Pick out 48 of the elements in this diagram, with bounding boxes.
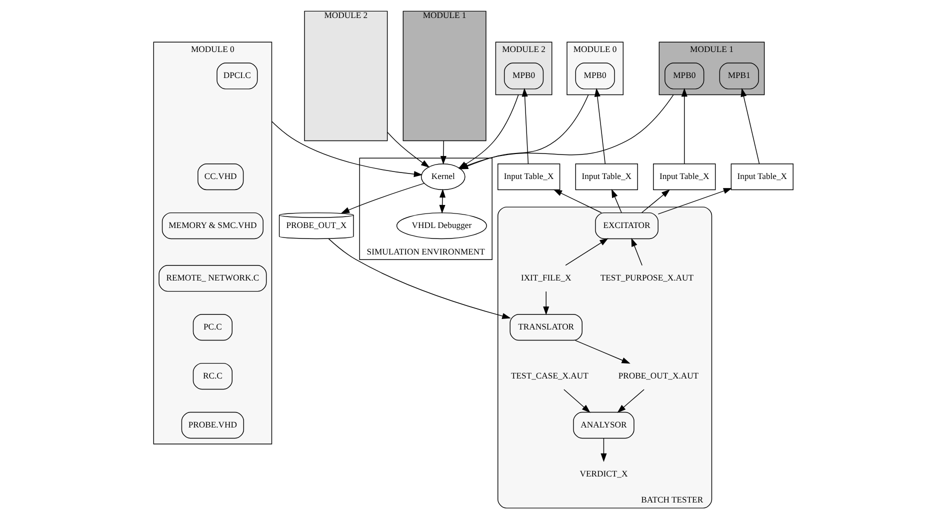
- node-box: TRANSLATOR: [510, 314, 582, 341]
- arrow: [658, 188, 732, 214]
- node-text: TEST_CASE_X.AUT: [511, 370, 588, 381]
- arrow: [594, 88, 606, 164]
- arrow: [600, 438, 607, 462]
- node-box: MPB0: [575, 62, 615, 90]
- node-text: VERDICT_X: [580, 468, 628, 478]
- arrow: [641, 189, 670, 214]
- node-box: MPB0: [504, 62, 544, 90]
- arrow: [617, 389, 644, 413]
- arrow: [611, 189, 622, 213]
- node-box: MODULE 1: [402, 10, 486, 142]
- arrow: [631, 238, 642, 266]
- node-box: RC.C: [192, 362, 232, 390]
- node-box: Input Table_X: [575, 163, 638, 190]
- arrow: [328, 238, 511, 319]
- arrow: [564, 389, 590, 413]
- node-box: Input Table_X: [730, 163, 794, 190]
- arrow: [440, 140, 446, 165]
- node-box: ANALYSOR: [573, 412, 634, 439]
- arrow: [522, 88, 529, 164]
- node-box: CC.VHD: [198, 163, 244, 190]
- arrow: [553, 189, 602, 214]
- node-box: Input Table_X: [498, 163, 560, 190]
- arrow: [271, 121, 423, 178]
- node-ellipse: VHDL Debugger: [396, 212, 487, 240]
- arrow: [340, 182, 425, 214]
- node-text: IXIT_FILE_X: [520, 272, 572, 283]
- arrow: [565, 238, 608, 266]
- node-box: REMOTE_ NETWORK.C: [158, 265, 267, 292]
- node-box: MPB1: [719, 62, 759, 90]
- node-box: DPCI.C: [216, 62, 258, 90]
- node-ellipse: Kernel: [420, 163, 466, 190]
- node-box: PC.C: [192, 314, 232, 341]
- arrow: [439, 188, 446, 214]
- node-box: EXCITATOR: [595, 212, 658, 240]
- node-text: TEST_PURPOSE_X.AUT: [600, 272, 694, 283]
- node-box: MEMORY & SMC.VHD: [162, 212, 264, 240]
- arrow: [574, 340, 630, 364]
- node-text: PROBE_OUT_X.AUT: [618, 370, 699, 381]
- node-box: PROBE.VHD: [181, 412, 244, 439]
- node-box: MODULE 2: [304, 10, 388, 142]
- node-box: Input Table_X: [653, 163, 716, 190]
- arrow: [681, 88, 688, 164]
- arrow: [543, 291, 550, 316]
- arrow: [740, 88, 760, 164]
- node-box: MPB0: [664, 62, 704, 90]
- arrow: [387, 132, 430, 168]
